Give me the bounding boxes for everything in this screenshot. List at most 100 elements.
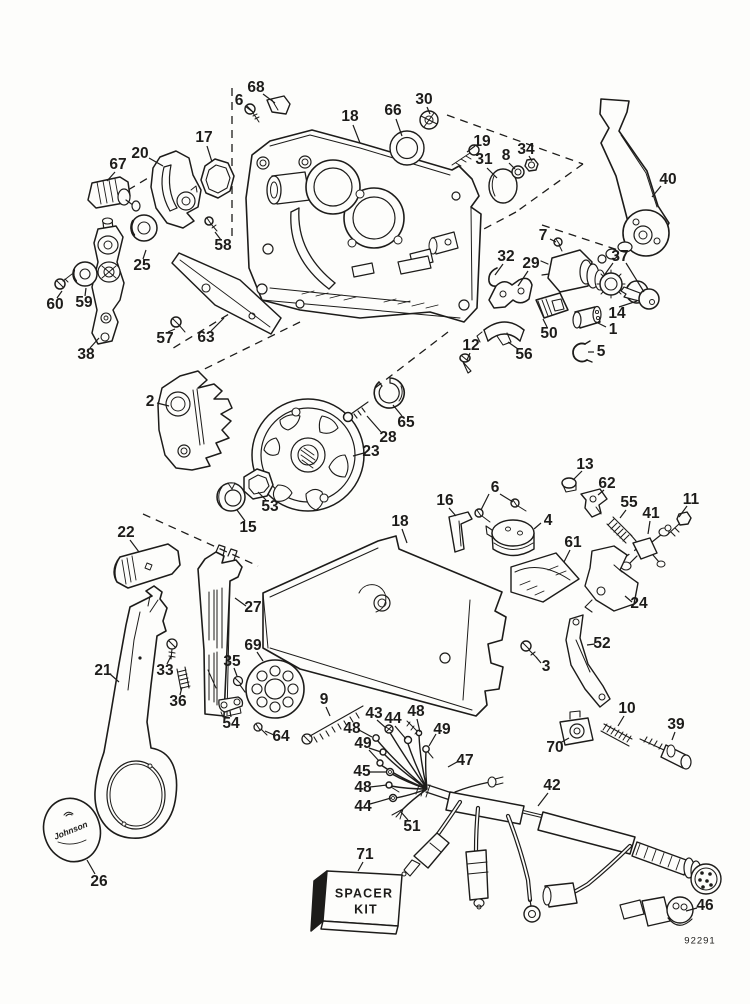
part-label-59-71: 59 — [75, 294, 93, 311]
leader-line-49 — [428, 733, 437, 747]
leader-line-25 — [142, 249, 147, 260]
part-label-36-49: 36 — [169, 693, 187, 710]
part-label-71-56: 71 — [356, 846, 374, 863]
leader-line-49 — [368, 747, 382, 753]
leader-line-44 — [394, 725, 407, 740]
leader-line-31 — [486, 167, 498, 179]
leader-line-34 — [528, 155, 533, 162]
leader-line-56 — [507, 341, 519, 350]
part-label-39-41: 39 — [667, 716, 685, 733]
leader-line-66 — [395, 118, 403, 137]
leader-line-44 — [369, 797, 392, 805]
part-label-12-20: 12 — [462, 337, 479, 354]
part-label-48-63: 48 — [407, 703, 425, 720]
part-label-38-72: 38 — [77, 346, 95, 363]
part-label-10-40: 10 — [618, 700, 635, 717]
part-label-62-27: 62 — [598, 475, 615, 492]
leader-line-52 — [586, 643, 596, 646]
leader-line-23 — [352, 452, 365, 457]
part-label-67-5: 67 — [109, 156, 126, 173]
part-label-13-26: 13 — [576, 456, 594, 473]
part-label-29-16: 29 — [522, 255, 540, 272]
spacer-kit-box-71 — [310, 870, 403, 935]
part-label-48-64: 48 — [343, 720, 361, 737]
part-label-22-42: 22 — [117, 524, 134, 541]
right-parts-cluster — [448, 477, 692, 770]
part-label-51-60: 51 — [403, 818, 421, 835]
left-linkage-cluster — [54, 150, 282, 345]
text-spacer-kit-line2: KIT — [354, 902, 378, 916]
leader-line-13 — [572, 470, 583, 481]
leader-line-48 — [358, 729, 373, 738]
part-label-48-68: 48 — [354, 779, 372, 796]
text-drawing-number: 92291 — [684, 936, 715, 947]
leader-line-71 — [357, 861, 364, 872]
part-label-43-61: 43 — [365, 705, 383, 722]
part-label-54-52: 54 — [222, 715, 240, 732]
leader-line-51 — [400, 811, 409, 821]
leader-line-32 — [494, 263, 504, 276]
leader-line-59 — [84, 287, 87, 297]
part-label-37-14: 37 — [611, 248, 628, 265]
part-label-27-46: 27 — [244, 599, 261, 616]
leader-line-58 — [214, 231, 222, 241]
part-label-2-45: 2 — [146, 393, 155, 410]
part-label-11-30: 11 — [683, 491, 700, 508]
part-label-21-47: 21 — [94, 662, 112, 679]
part-label-16-31: 16 — [436, 492, 454, 509]
leader-line-41 — [647, 520, 651, 535]
leader-line-40 — [651, 185, 662, 198]
leader-line-2 — [156, 402, 170, 407]
leader-line-38 — [89, 337, 100, 349]
part-label-15-43: 15 — [239, 519, 257, 536]
leader-line-63 — [210, 317, 225, 332]
part-label-50-19: 50 — [540, 325, 557, 342]
leader-line-6 — [499, 493, 514, 503]
part-label-20-4: 20 — [131, 145, 148, 162]
leader-line-16 — [448, 507, 457, 517]
leader-line-30 — [426, 106, 431, 115]
leader-line-37 — [625, 262, 645, 293]
part-label-63-74: 63 — [197, 329, 215, 346]
part-label-9-54: 9 — [320, 691, 329, 708]
part-label-58-75: 58 — [214, 237, 232, 254]
leader-line-33 — [166, 655, 172, 665]
leader-line-22 — [129, 539, 140, 553]
part-label-49-66: 49 — [354, 735, 372, 752]
part-label-61-34: 61 — [564, 534, 582, 551]
leader-line-20 — [148, 157, 164, 167]
leader-line-43 — [376, 719, 387, 729]
leader-line-48 — [416, 718, 421, 733]
leader-line-26 — [86, 859, 96, 875]
leader-line-28 — [366, 415, 382, 433]
rear-housing-18 — [245, 129, 482, 323]
leader-line-27 — [234, 597, 247, 607]
front-cover-18 — [262, 535, 507, 717]
leader-line-19 — [466, 145, 476, 153]
part-label-64-53: 64 — [272, 728, 290, 745]
leader-line-8 — [508, 162, 516, 170]
part-label-4-33: 4 — [544, 512, 553, 529]
leader-line-24 — [624, 595, 633, 603]
leader-line-62 — [597, 489, 605, 496]
leader-line-47 — [447, 761, 458, 768]
part-label-40-12: 40 — [659, 171, 676, 188]
part-label-57-73: 57 — [156, 330, 173, 347]
part-label-70-39: 70 — [546, 739, 563, 756]
part-label-52-36: 52 — [593, 635, 610, 652]
leader-line-35 — [233, 667, 238, 677]
part-label-45-67: 45 — [353, 763, 371, 780]
part-label-68-0: 68 — [247, 79, 265, 96]
leader-line-6 — [480, 493, 490, 511]
part-label-14-17: 14 — [608, 305, 626, 322]
leader-line-12 — [466, 352, 471, 361]
leader-line-48 — [369, 784, 388, 788]
part-label-7-13: 7 — [539, 227, 548, 244]
part-label-33-48: 33 — [156, 662, 174, 679]
leader-line-50 — [542, 318, 548, 328]
handle-cluster — [42, 543, 364, 863]
part-label-23-25: 23 — [362, 443, 380, 460]
part-label-60-70: 60 — [46, 296, 63, 313]
leader-line-39 — [671, 731, 676, 741]
